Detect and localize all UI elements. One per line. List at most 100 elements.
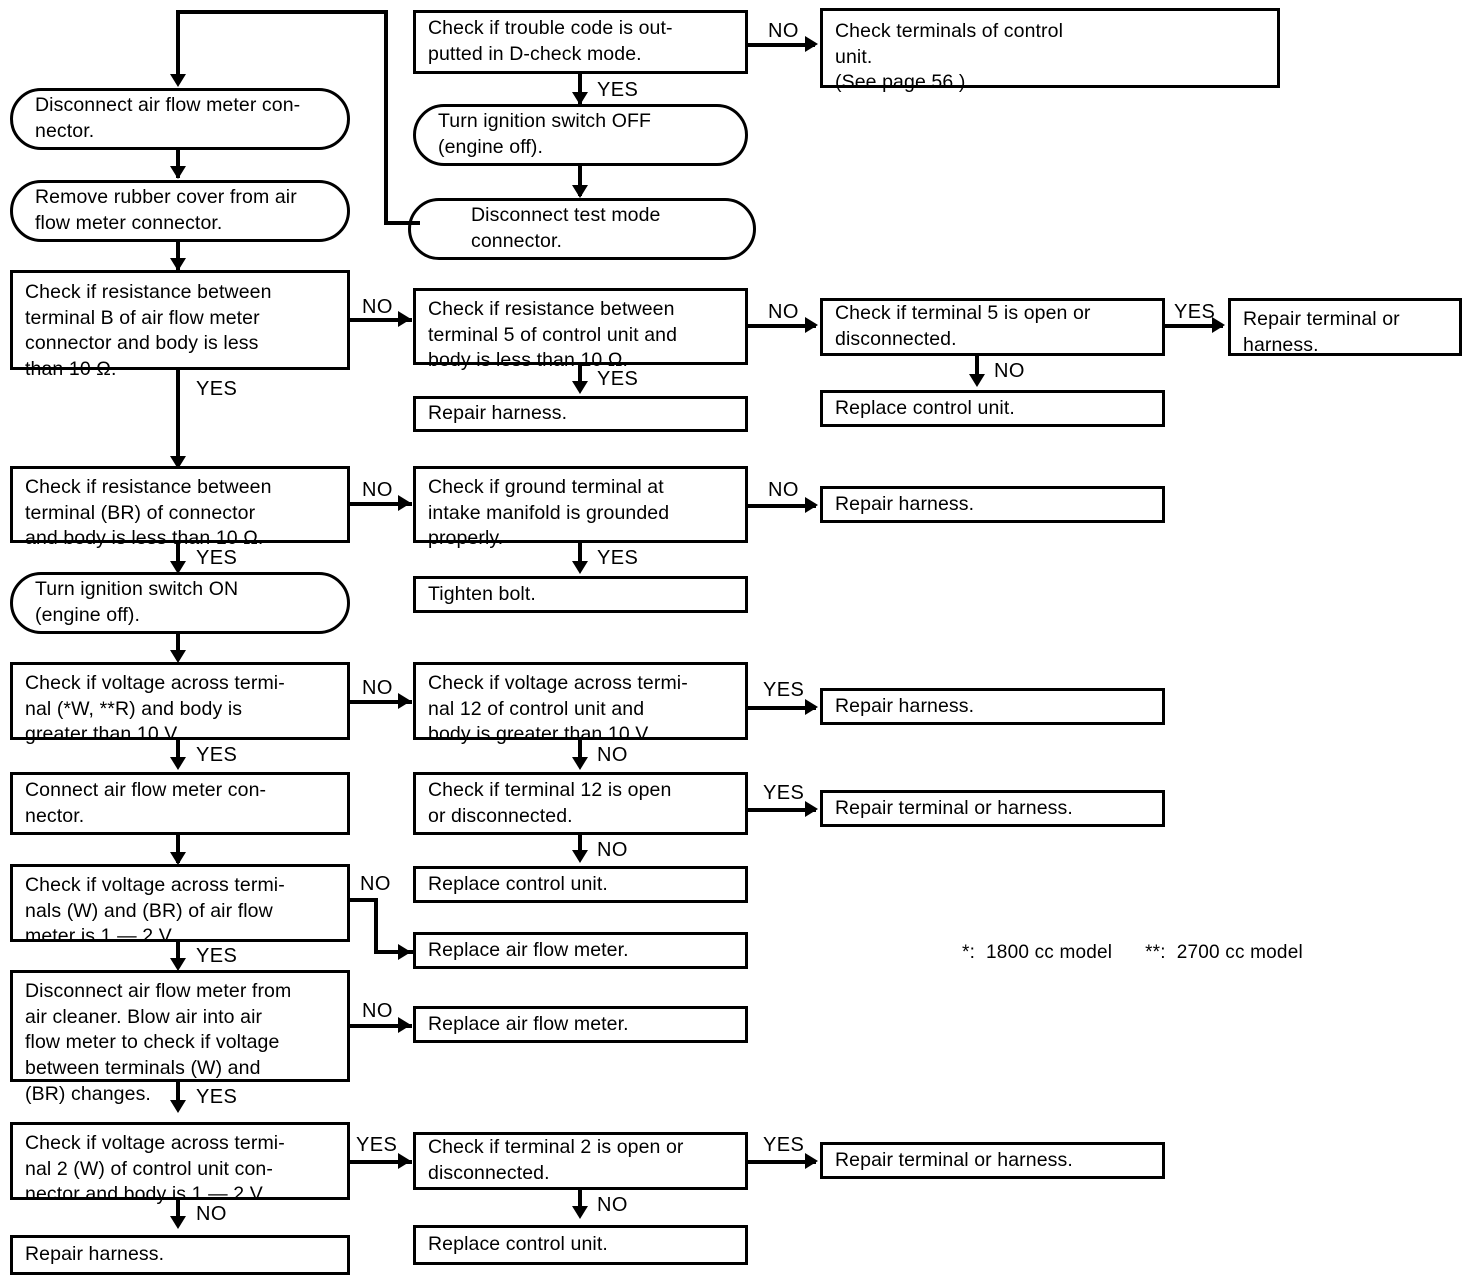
arrow-loop-into-disconnect (170, 74, 186, 87)
node-replace-afm-2[interactable]: Replace air flow meter. (413, 1006, 748, 1043)
edge-t12open-yes (748, 808, 816, 812)
node-disconnect-test-mode[interactable]: Disconnect test mode connector. (408, 198, 756, 260)
edge-disconnect-to-remove (176, 150, 180, 178)
edge-label-yes-9: YES (763, 782, 805, 804)
edge-ground-yes (578, 543, 582, 567)
edge-voltwr-yes (176, 740, 180, 766)
arrow-ignoff-to-testmode (572, 185, 588, 198)
node-repair-terminal-or-harness-2[interactable]: Repair terminal or harness. (820, 790, 1165, 827)
edge-label-yes-1: YES (597, 79, 639, 101)
edge-res5-yes (578, 365, 582, 387)
edge-ground-no (748, 504, 816, 508)
edge-label-no-2: NO (362, 296, 393, 318)
arrow-voltwbr-no (398, 944, 411, 960)
node-disconnect-afm-connector[interactable]: Disconnect air flow meter con- nector. (10, 88, 350, 150)
arrow-trouble-no (805, 36, 818, 52)
edge-volt2-yes (350, 1160, 412, 1164)
arrow-t5open-yes (1212, 317, 1225, 333)
edge-resb-no (350, 318, 412, 322)
node-replace-control-unit-1[interactable]: Replace control unit. (820, 390, 1165, 427)
arrow-t2open-yes (805, 1153, 818, 1169)
node-volt-w-br[interactable]: Check if voltage across termi- nals (W) … (10, 864, 350, 947)
arrow-ignon-to-volt (170, 650, 186, 663)
arrow-voltwbr-yes (170, 958, 186, 971)
edge-label-no-13: NO (196, 1203, 227, 1225)
node-tighten-bolt[interactable]: Tighten bolt. (413, 576, 748, 613)
edge-label-no-11: NO (362, 1000, 393, 1022)
edge-label-no-3: NO (768, 301, 799, 323)
node-ignition-on[interactable]: Turn ignition switch ON (engine off). (10, 572, 350, 634)
edge-label-yes-2: YES (597, 368, 639, 390)
edge-label-yes-10: YES (196, 945, 238, 967)
edge-label-yes-4: YES (196, 378, 238, 400)
node-terminal-12-open[interactable]: Check if terminal 12 is open or disconne… (413, 772, 748, 835)
node-repair-harness-4[interactable]: Repair harness. (10, 1235, 350, 1275)
edge-voltwbr-no-h1 (350, 898, 378, 902)
node-repair-harness-1[interactable]: Repair harness. (413, 396, 748, 432)
arrow-blowair-no (398, 1017, 411, 1033)
arrow-resb-yes (170, 456, 186, 469)
arrow-t2open-no (572, 1206, 588, 1219)
edge-t5open-yes (1165, 324, 1223, 328)
node-blow-air[interactable]: Disconnect air flow meter from air clean… (10, 970, 350, 1105)
footnote-model-legend: *: 1800 cc model **: 2700 cc model (962, 942, 1303, 963)
node-res-terminal-b[interactable]: Check if resistance between terminal B o… (10, 270, 350, 380)
node-check-terminals-control-unit[interactable]: Check terminals of control unit. (See pa… (820, 8, 1280, 93)
edge-label-yes-11: YES (196, 1086, 238, 1108)
node-terminal-2-open[interactable]: Check if terminal 2 is open or disconnec… (413, 1132, 748, 1190)
node-repair-terminal-or-harness-3[interactable]: Repair terminal or harness. (820, 1142, 1165, 1179)
node-replace-afm-1[interactable]: Replace air flow meter. (413, 932, 748, 969)
arrow-connectafm-to-voltwbr (170, 852, 186, 865)
edge-blowair-yes (176, 1082, 180, 1110)
edge-volt2-no (176, 1200, 180, 1222)
edge-ignoff-to-testmode (578, 166, 582, 196)
node-replace-control-unit-2[interactable]: Replace control unit. (413, 866, 748, 903)
node-terminal-5-open[interactable]: Check if terminal 5 is open or disconnec… (820, 298, 1165, 356)
edge-t2open-yes (748, 1160, 816, 1164)
edge-voltwbr-no-h2 (374, 950, 414, 954)
edge-label-no-10: NO (360, 873, 391, 895)
node-remove-rubber-cover[interactable]: Remove rubber cover from air flow meter … (10, 180, 350, 242)
edge-label-yes-11b: YES (763, 1134, 805, 1156)
node-replace-control-unit-3[interactable]: Replace control unit. (413, 1225, 748, 1265)
edge-label-no-4: NO (994, 360, 1025, 382)
edge-trouble-no (748, 43, 815, 47)
arrow-t12open-no (572, 850, 588, 863)
node-connect-afm-connector[interactable]: Connect air flow meter con- nector. (10, 772, 350, 835)
node-repair-harness-3[interactable]: Repair harness. (820, 688, 1165, 725)
node-repair-harness-2[interactable]: Repair harness. (820, 486, 1165, 523)
edge-voltwr-no (350, 700, 412, 704)
edge-resb-yes (176, 370, 180, 465)
edge-t5open-no (975, 356, 979, 380)
node-volt-terminal-2[interactable]: Check if voltage across termi- nal 2 (W)… (10, 1122, 350, 1205)
edge-label-no-6: NO (768, 479, 799, 501)
arrow-disconnect-to-remove (170, 166, 186, 179)
node-ignition-off[interactable]: Turn ignition switch OFF (engine off). (413, 104, 748, 166)
arrow-voltwr-yes (170, 757, 186, 770)
arrow-res5-no (805, 317, 818, 333)
node-volt-terminal-w-r[interactable]: Check if voltage across termi- nal (*W, … (10, 662, 350, 745)
edge-trouble-yes (578, 74, 582, 104)
arrow-volt2-yes (398, 1153, 411, 1169)
node-trouble-code[interactable]: Check if trouble code is out- putted in … (413, 10, 748, 74)
edge-ignon-to-volt (176, 634, 180, 660)
edge-label-no-7: NO (362, 677, 393, 699)
edge-label-yes-8: YES (196, 744, 238, 766)
node-res-terminal-5[interactable]: Check if resistance between terminal 5 o… (413, 288, 748, 371)
node-ground-terminal[interactable]: Check if ground terminal at intake manif… (413, 466, 748, 549)
edge-volt12-yes (748, 706, 816, 710)
edge-label-no-1: NO (768, 20, 799, 42)
arrow-volt12-no (572, 757, 588, 770)
edge-loop-v-left (176, 10, 180, 82)
node-volt-terminal-12[interactable]: Check if voltage across termi- nal 12 of… (413, 662, 748, 745)
node-repair-terminal-or-harness-1[interactable]: Repair terminal or harness. (1228, 298, 1462, 356)
edge-res5-no (748, 324, 816, 328)
node-res-terminal-br[interactable]: Check if resistance between terminal (BR… (10, 466, 350, 549)
arrow-res5-yes (572, 381, 588, 394)
edge-t2open-no (578, 1190, 582, 1212)
edge-voltwbr-yes (176, 942, 180, 968)
arrow-ground-no (805, 497, 818, 513)
arrow-volt12-yes (805, 699, 818, 715)
edge-label-yes-6: YES (196, 547, 238, 569)
